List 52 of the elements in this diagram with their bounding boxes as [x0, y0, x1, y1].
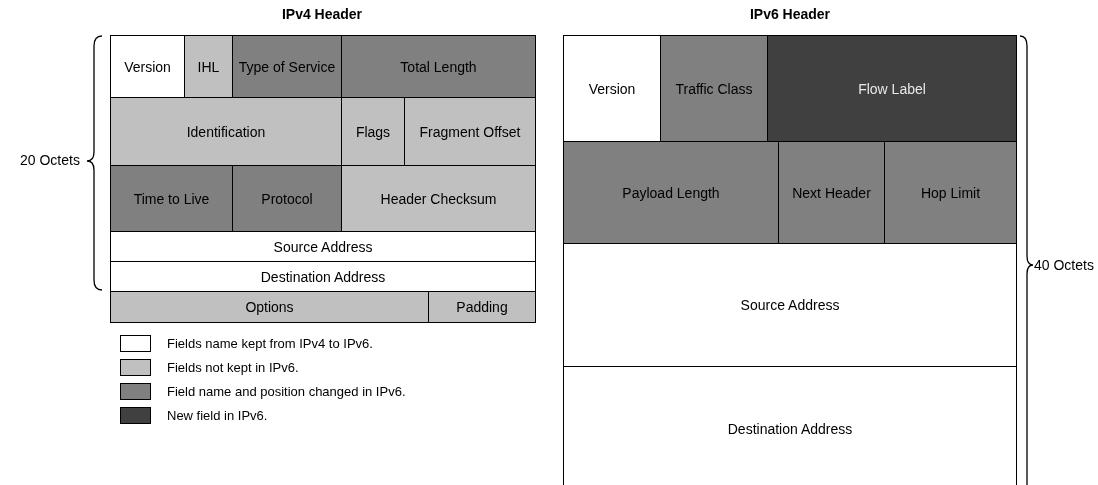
octet-count: 40 Octets	[1034, 257, 1094, 273]
field-name: Flags	[355, 123, 391, 140]
field-name: Version	[588, 80, 636, 97]
field-name: Time to Live	[133, 190, 210, 207]
header-field	[778, 141, 885, 244]
field-name: Source Address	[273, 238, 373, 255]
header-field	[110, 97, 342, 166]
legend-text: Fields name kept from IPv4 to IPv6.	[167, 336, 373, 351]
header-field	[184, 35, 233, 98]
field-name: Fragment Offset	[419, 123, 521, 140]
header-field	[404, 97, 536, 166]
field-name: IHL	[197, 58, 220, 75]
legend-text: Field name and position changed in IPv6.	[167, 384, 406, 399]
field-name: Protocol	[261, 190, 313, 207]
header-field	[428, 291, 536, 323]
field-name: Version	[124, 58, 171, 75]
header-field	[110, 35, 185, 98]
header-field	[232, 165, 342, 232]
header-field	[341, 165, 536, 232]
field-name: Hop Limit	[920, 184, 981, 201]
field-name: Type of Service	[238, 58, 336, 75]
field-name: Header Checksum	[380, 190, 497, 207]
field-name: Options	[245, 299, 294, 315]
header-field	[232, 35, 342, 98]
header-field	[767, 35, 1017, 142]
field-name: Next Header	[792, 184, 871, 201]
field-name: Flow Label	[858, 80, 926, 97]
header-field	[563, 141, 779, 244]
header-field	[884, 141, 1017, 244]
field-name: Destination Address	[727, 420, 853, 437]
header-field	[341, 35, 536, 98]
table-title: IPv6 Header	[749, 6, 831, 22]
header-field	[563, 366, 1017, 485]
header-field	[563, 35, 661, 142]
table-title: IPv4 Header	[281, 6, 363, 22]
field-name: Payload Length	[622, 184, 720, 201]
header-field	[341, 97, 405, 166]
field-name: Source Address	[740, 297, 840, 313]
header-field	[563, 243, 1017, 367]
legend-text: Fields not kept in IPv6.	[167, 360, 299, 375]
field-name: Destination Address	[260, 268, 386, 285]
header-field	[110, 231, 536, 262]
header-field	[110, 165, 233, 232]
field-name: Traffic Class	[675, 80, 753, 97]
field-name: Identification	[186, 123, 266, 140]
header-field	[110, 261, 536, 292]
octet-count: 20 Octets	[20, 152, 80, 168]
header-field	[110, 291, 429, 323]
field-name: Padding	[456, 299, 508, 315]
header-field	[660, 35, 768, 142]
field-name: Total Length	[400, 58, 477, 75]
legend-text: New field in IPv6.	[167, 408, 268, 423]
